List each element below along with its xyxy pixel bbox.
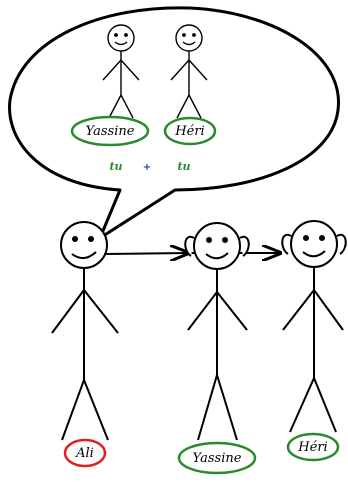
figure-heri	[281, 220, 347, 433]
name-ali: Ali	[75, 446, 94, 461]
bubble-figure-yassine	[102, 24, 140, 119]
name-oval-ali	[63, 438, 107, 468]
bubble-word-1: tu	[109, 160, 122, 173]
bubble-figure-heri	[170, 24, 208, 119]
speech-arrows	[103, 253, 280, 254]
name-yassine: Yassine	[193, 451, 242, 466]
name-oval-yassine	[177, 441, 257, 475]
bubble-name-oval-yassine	[70, 115, 150, 147]
name-heri: Héri	[297, 440, 327, 455]
bubble-name-oval-heri	[163, 116, 217, 146]
bubble-name-yassine: Yassine	[86, 124, 135, 139]
bubble-plus-sign: +	[143, 162, 151, 173]
figure-yassine	[184, 222, 250, 441]
bubble-name-heri: Héri	[174, 124, 204, 139]
name-oval-heri	[286, 432, 340, 462]
figure-ali	[51, 221, 119, 441]
bubble-word-2: tu	[177, 160, 190, 173]
